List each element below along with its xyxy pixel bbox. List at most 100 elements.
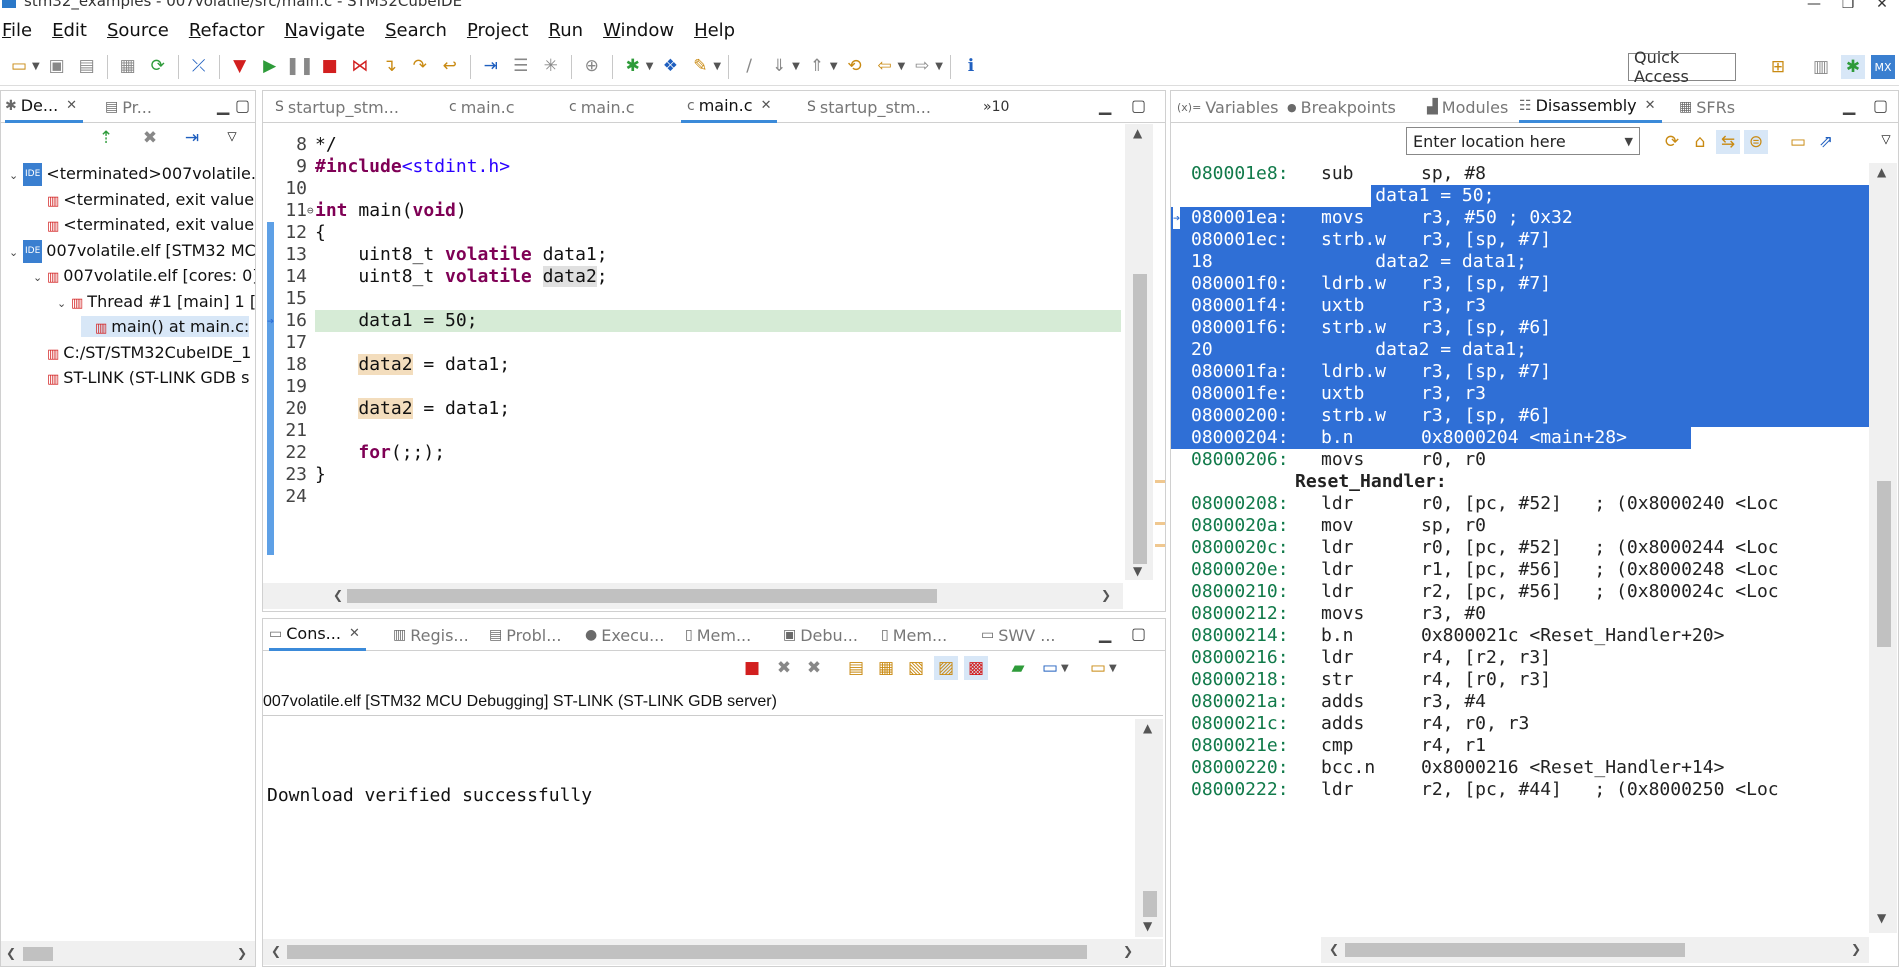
prev-annotation-icon[interactable]: ⇑ bbox=[809, 56, 824, 76]
occurrence-marker[interactable] bbox=[1155, 544, 1165, 547]
open-console-dropdown-icon[interactable]: ▼ bbox=[1109, 663, 1117, 674]
tab-executables[interactable]: ●Execu... bbox=[585, 625, 665, 645]
debug-hscroll-thumb[interactable] bbox=[23, 947, 53, 961]
menu-refactor[interactable]: Refactor bbox=[188, 19, 265, 41]
save-icon[interactable]: ▣ bbox=[48, 56, 65, 76]
next-annotation-dropdown-icon[interactable]: ▼ bbox=[792, 61, 800, 72]
tree-twisty-icon[interactable]: ⌄ bbox=[9, 245, 19, 259]
tab-project-explorer[interactable]: ▤ Pr... bbox=[105, 97, 152, 117]
disassembly-source-line[interactable]: 20 data2 = data1; bbox=[1171, 339, 1869, 361]
info-icon[interactable]: ℹ bbox=[967, 56, 975, 76]
tree-twisty-icon[interactable]: ⌄ bbox=[9, 169, 19, 182]
mx-perspective-icon[interactable]: MX bbox=[1871, 55, 1895, 79]
step-into-icon[interactable]: ↴ bbox=[382, 56, 397, 76]
scroll-up-icon[interactable]: ▲ bbox=[1877, 165, 1887, 179]
back-icon[interactable]: ⇦ bbox=[877, 56, 892, 76]
menu-run[interactable]: Run bbox=[548, 19, 584, 41]
remove-all-icon[interactable]: ✖ bbox=[142, 127, 158, 148]
scroll-up-icon[interactable]: ▲ bbox=[1133, 126, 1143, 140]
show-source-icon[interactable]: ⊜ bbox=[1744, 130, 1768, 154]
close-icon[interactable]: ✕ bbox=[1644, 98, 1656, 113]
tab-problems[interactable]: ▤Probl... bbox=[489, 625, 562, 645]
debug-tree-item[interactable]: ⌄▥007volatile.elf [cores: 0] bbox=[33, 265, 255, 286]
view-menu-icon[interactable]: ▽ bbox=[227, 129, 237, 143]
scroll-up-icon[interactable]: ▲ bbox=[1143, 721, 1153, 735]
terminate-icon[interactable]: ■ bbox=[743, 657, 761, 678]
debug-tree-item[interactable]: ▥<terminated, exit value: bbox=[33, 214, 255, 235]
scroll-lock-icon[interactable]: ▦ bbox=[877, 657, 895, 678]
tab-breakpoints[interactable]: ●Breakpoints bbox=[1287, 97, 1396, 117]
disassembly-vscroll-thumb[interactable] bbox=[1877, 481, 1891, 647]
reset-icon[interactable]: ☰ bbox=[513, 56, 529, 76]
editor-hscrollbar[interactable]: ❮ ❯ bbox=[263, 583, 1123, 609]
minimize-icon[interactable]: ▁ bbox=[1099, 96, 1112, 115]
save-all-icon[interactable]: ▤ bbox=[78, 56, 95, 76]
minimize-icon[interactable]: ▁ bbox=[1099, 624, 1112, 643]
show-on-stdout-icon[interactable]: ▨ bbox=[934, 656, 958, 680]
menu-navigate[interactable]: Navigate bbox=[284, 19, 366, 41]
tab-memory-2[interactable]: ▯Mem... bbox=[881, 625, 948, 645]
remove-terminated-icon[interactable]: ⇡ bbox=[98, 127, 114, 148]
prev-annotation-dropdown-icon[interactable]: ▼ bbox=[829, 61, 838, 72]
occurrence-marker[interactable] bbox=[1155, 480, 1165, 483]
maximize-icon[interactable]: ▢ bbox=[235, 96, 251, 115]
chevron-down-icon[interactable]: ▼ bbox=[1624, 134, 1633, 148]
editor-vscroll-thumb[interactable] bbox=[1133, 274, 1147, 564]
close-icon[interactable]: ✕ bbox=[1876, 0, 1888, 10]
tab-debug[interactable]: ✱ De... ✕ bbox=[5, 91, 84, 123]
disassembly-source-line[interactable]: 16 data1 = 50; bbox=[1191, 185, 1869, 207]
scroll-left-icon[interactable]: ❮ bbox=[1329, 942, 1340, 956]
close-icon[interactable]: ✕ bbox=[348, 626, 360, 641]
tree-twisty-icon[interactable]: ⌄ bbox=[33, 271, 43, 284]
debug-target-icon[interactable]: ▼ bbox=[233, 56, 247, 76]
restart-icon[interactable]: ✳ bbox=[543, 56, 558, 76]
debug-perspective-icon[interactable]: ✱ bbox=[1841, 55, 1865, 79]
menu-project[interactable]: Project bbox=[466, 19, 529, 41]
debug-icon[interactable]: ✱ bbox=[625, 56, 640, 76]
remove-all-terminated-icon[interactable]: ✖ bbox=[806, 657, 822, 678]
refresh-icon[interactable]: ⟳ bbox=[1664, 131, 1680, 152]
minimize-icon[interactable]: ▁ bbox=[217, 96, 230, 115]
debug-tree-item[interactable]: ▥ST-LINK (ST-LINK GDB s bbox=[33, 367, 249, 388]
debug-tree-item[interactable]: ▥main() at main.c: bbox=[81, 316, 250, 337]
debug-dropdown-icon[interactable]: ▼ bbox=[645, 61, 654, 72]
suspend-icon[interactable]: ❚❚ bbox=[285, 56, 314, 76]
minimize-icon[interactable]: — bbox=[1807, 0, 1821, 10]
run-tool-icon[interactable]: ✎ bbox=[693, 56, 708, 76]
quick-access-input[interactable]: Quick Access bbox=[1628, 48, 1736, 86]
maximize-icon[interactable]: ▢ bbox=[1873, 96, 1889, 115]
new-icon[interactable]: ▭ bbox=[10, 56, 28, 76]
menu-search[interactable]: Search bbox=[385, 19, 447, 41]
scroll-down-icon[interactable]: ▼ bbox=[1133, 564, 1143, 578]
occurrence-marker[interactable] bbox=[1155, 522, 1165, 525]
maximize-icon[interactable]: ▢ bbox=[1131, 96, 1147, 115]
console-hscrollbar[interactable]: ❮ ❯ bbox=[263, 939, 1163, 965]
tree-twisty-icon[interactable]: ⌄ bbox=[57, 296, 67, 310]
menu-window[interactable]: Window bbox=[603, 19, 675, 41]
tab-sfrs[interactable]: ▦SFRs bbox=[1679, 97, 1736, 117]
forward-dropdown-icon[interactable]: ▼ bbox=[935, 61, 943, 72]
debug-tree-item[interactable]: ⌄▥Thread #1 [main] 1 [ bbox=[57, 291, 255, 312]
scroll-right-icon[interactable]: ❯ bbox=[1851, 942, 1862, 956]
word-wrap-icon[interactable]: ▧ bbox=[907, 657, 925, 678]
menu-source[interactable]: Source bbox=[106, 19, 169, 41]
step-over-icon[interactable]: ↷ bbox=[412, 56, 427, 76]
scroll-down-icon[interactable]: ▼ bbox=[1143, 919, 1153, 933]
scroll-right-icon[interactable]: ❯ bbox=[1123, 944, 1134, 958]
